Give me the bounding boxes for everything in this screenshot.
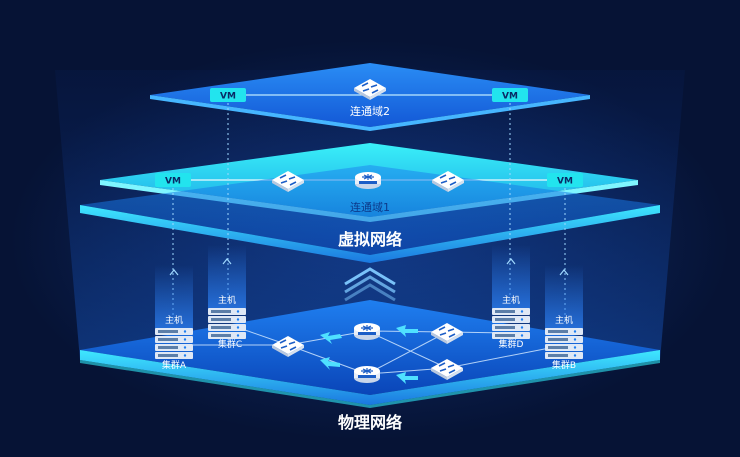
physical-network-title: 物理网络 <box>338 413 402 432</box>
router-icon <box>354 171 382 190</box>
host-label: 主机 <box>555 314 573 326</box>
cluster-pillars <box>155 245 583 330</box>
host-label: 主机 <box>165 314 183 326</box>
svg-text:VM: VM <box>557 177 573 187</box>
svg-text:VM: VM <box>165 177 181 187</box>
vm-badge: VM <box>210 88 246 102</box>
physical-links <box>190 329 566 375</box>
cluster-d-label: 集群D <box>499 338 524 350</box>
domain2-label: 连通域2 <box>350 105 390 118</box>
arrow-up-icon <box>344 267 396 302</box>
router-icon <box>353 322 381 341</box>
pillar-arrows <box>169 258 569 276</box>
svg-text:VM: VM <box>502 92 518 102</box>
vm-badge: VM <box>155 173 191 187</box>
domain1-label: 连通域1 <box>350 201 390 214</box>
physical-network-plane <box>80 300 660 408</box>
virtual-network-title: 虚拟网络 <box>338 230 402 249</box>
cluster-c-label: 集群C <box>218 338 242 350</box>
bidirectional-arrow-icon <box>320 325 418 384</box>
router-icon <box>353 365 381 384</box>
cluster-b-label: 集群B <box>552 359 576 371</box>
vm-badge: VM <box>492 88 528 102</box>
vm-badge: VM <box>547 173 583 187</box>
cluster-a-label: 集群A <box>162 359 187 371</box>
svg-text:VM: VM <box>220 92 236 102</box>
host-label: 主机 <box>218 294 236 306</box>
host-label: 主机 <box>502 294 520 306</box>
virtual-network-plane <box>80 165 660 263</box>
